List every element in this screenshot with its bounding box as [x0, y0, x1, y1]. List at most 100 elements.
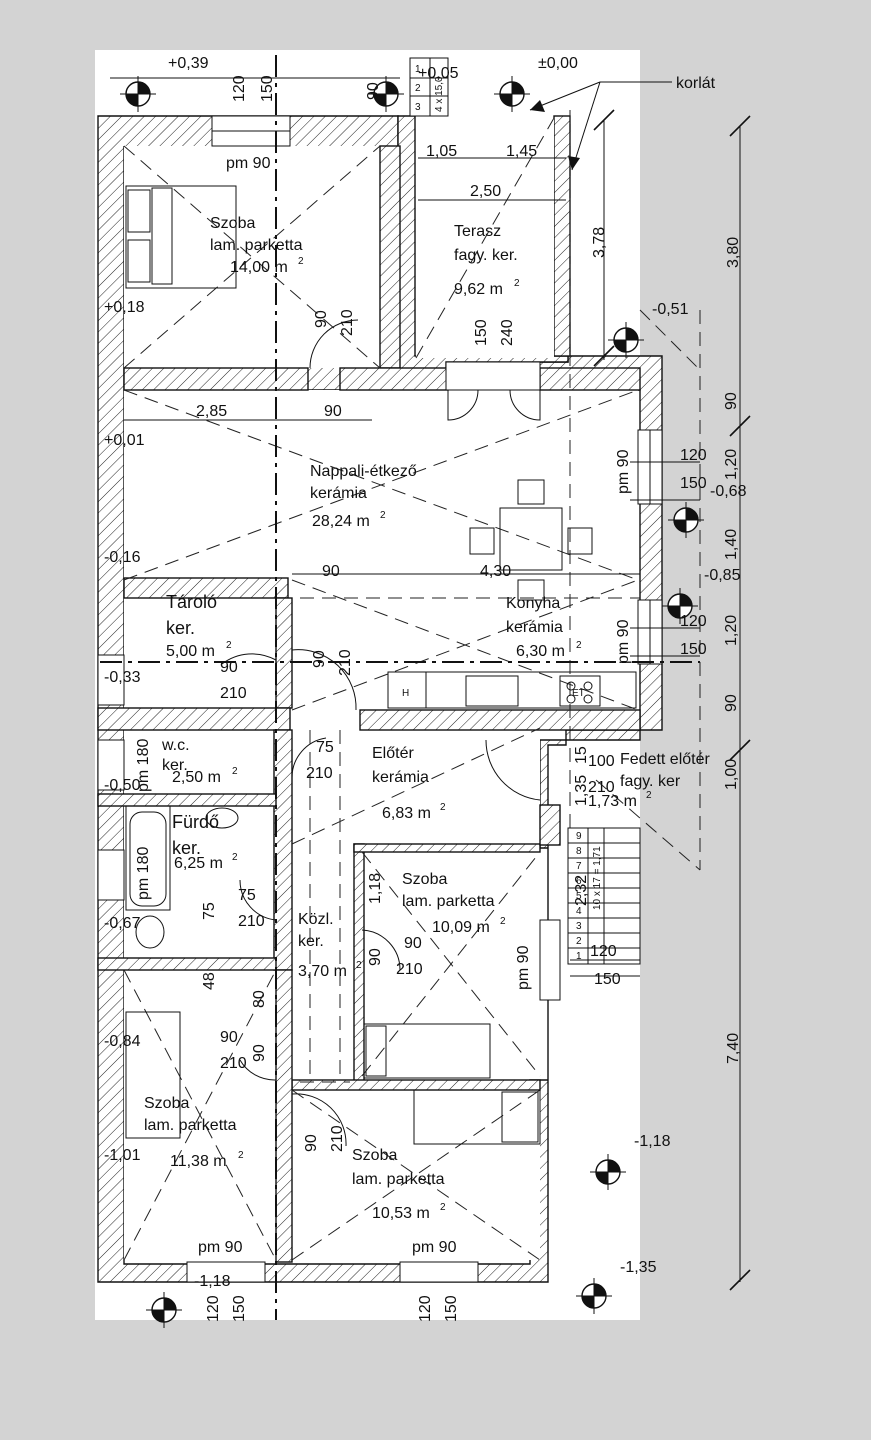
room-furdo: Fürdő ker. 6,25 m pm 180 [135, 812, 223, 900]
dim: 210 [329, 1125, 346, 1152]
dim: 210 [339, 309, 356, 336]
sup: 2 [440, 1202, 446, 1213]
room-floor: fagy. ker [620, 773, 681, 790]
room-szoba4: Szoba lam. parketta 10,53 m pm 90 [352, 1147, 457, 1256]
dim: 120 [231, 75, 248, 102]
room-area: 14,00 m [230, 259, 288, 276]
dim: 150 [231, 1295, 248, 1322]
dim: 90 [311, 650, 328, 668]
level-right-135: -1,35 [620, 1259, 657, 1276]
dim: 1,18 [367, 873, 384, 904]
room-fedett: Fedett előtér fagy. ker 1,73 m [588, 751, 711, 810]
dim: 210 [220, 1055, 247, 1072]
room-floor: ker. [162, 757, 188, 774]
room-area: 3,70 m [298, 963, 347, 980]
top-stair-step-1: 1 [415, 64, 421, 75]
side-stair-step-8: 8 [576, 846, 582, 857]
ceiling-label: pm 90 [226, 155, 271, 172]
level-marker-icon [662, 588, 698, 624]
dim: 75 [201, 902, 218, 920]
dim: 210 [220, 685, 247, 702]
doors [221, 319, 541, 1147]
room-floor: ker. [166, 618, 195, 638]
dim: 15 [573, 746, 590, 764]
dim: 120 [680, 447, 707, 464]
level-marker-icon [120, 76, 156, 112]
room-floor: ker. [172, 838, 201, 858]
room-area: 28,24 m [312, 513, 370, 530]
ceiling-label: pm 90 [198, 1239, 243, 1256]
side-stair-step-4: 4 [576, 906, 582, 917]
room-floor: lam. parketta [352, 1171, 445, 1188]
dim: 150 [680, 475, 707, 492]
room-floor: fagy. ker. [454, 247, 518, 264]
dim: 80 [251, 990, 268, 1008]
room-terasz: Terasz fagy. ker. 9,62 m [454, 223, 518, 298]
dim: 90 [404, 935, 422, 952]
top-stair-step-3: 3 [415, 102, 421, 113]
furniture [125, 185, 637, 1145]
side-stair-note: 10 x 17 = 1,71 [592, 846, 603, 910]
level-right-085: -0,85 [704, 567, 741, 584]
axis-lines [100, 55, 700, 1320]
level-marker-icon [146, 1292, 182, 1328]
ceiling-label: pm 180 [135, 739, 152, 792]
dim: 210 [396, 961, 423, 978]
sup: 2 [298, 256, 304, 267]
dim: 3,78 [591, 227, 608, 258]
dim: 90 [723, 694, 740, 712]
room-floor: kerámia [372, 769, 429, 786]
room-name: Fürdő [172, 812, 219, 832]
side-stair-step-6: 6 [576, 876, 582, 887]
room-wc: w.c. ker. 2,50 m pm 180 [135, 737, 221, 792]
room-name: Szoba [402, 871, 447, 888]
level-living: +0,01 [104, 432, 145, 449]
dim: 1,20 [723, 615, 740, 646]
room-area: 10,53 m [372, 1205, 430, 1222]
sup: 2 [576, 640, 582, 651]
side-stair-step-9: 9 [576, 831, 582, 842]
level-marker-icon [576, 1278, 612, 1314]
dim: 90 [367, 948, 384, 966]
side-stair-step-1: 1 [576, 951, 582, 962]
dimension-labels: 120 150 90 1,05 1,45 2,50 3,78 3,80 150 … [196, 75, 742, 1322]
level-bath: -0,67 [104, 915, 141, 932]
ceiling-label: pm 90 [412, 1239, 457, 1256]
room-szoba3: Szoba lam. parketta 11,38 m pm 90 [144, 1095, 243, 1256]
dim: 150 [443, 1295, 460, 1322]
room-floor: lam. parketta [402, 893, 495, 910]
room-name: Nappali-étkező [310, 463, 417, 480]
level-bedroom1: +0,18 [104, 299, 145, 316]
level-marker-icon [668, 502, 704, 538]
room-area: 1,73 m [588, 793, 637, 810]
kitchen-sink-label: H [402, 688, 409, 699]
area-superscripts: 2 2 2 2 2 2 2 2 2 2 2 2 2 [226, 256, 652, 1213]
dim: 1,40 [723, 529, 740, 560]
room-nappali: Nappali-étkező kerámia 28,24 m pm 90 [310, 449, 632, 530]
room-floor: lam. parketta [144, 1117, 237, 1134]
room-floor: lam. parketta [210, 237, 303, 254]
kitchen-stove-label: ET [572, 688, 585, 699]
dim: 2,50 [470, 183, 501, 200]
dim: 120 [417, 1295, 434, 1322]
side-stair-step-5: 5 [576, 891, 582, 902]
side-stair-step-7: 7 [576, 861, 582, 872]
dim: 150 [259, 75, 276, 102]
dim: 1,00 [723, 759, 740, 790]
dim: 90 [313, 310, 330, 328]
room-kozl: Közl. ker. 3,70 m [298, 911, 347, 980]
room-konyha: Konyha kerámia 6,30 m pm 90 [506, 595, 632, 664]
level-top-left: +0,39 [168, 55, 209, 72]
dim: 2,32 [573, 875, 590, 906]
top-stair [409, 57, 449, 117]
dim: 120 [680, 613, 707, 630]
dim: 90 [220, 659, 238, 676]
sup: 2 [232, 766, 238, 777]
room-name: Konyha [506, 595, 560, 612]
room-area: 2,50 m [172, 769, 221, 786]
room-name: Közl. [298, 911, 334, 928]
level-top-stair: +0,05 [418, 65, 459, 82]
room-szoba2: Szoba lam. parketta 10,09 m pm 90 [402, 871, 532, 990]
dim: 2,85 [196, 403, 227, 420]
